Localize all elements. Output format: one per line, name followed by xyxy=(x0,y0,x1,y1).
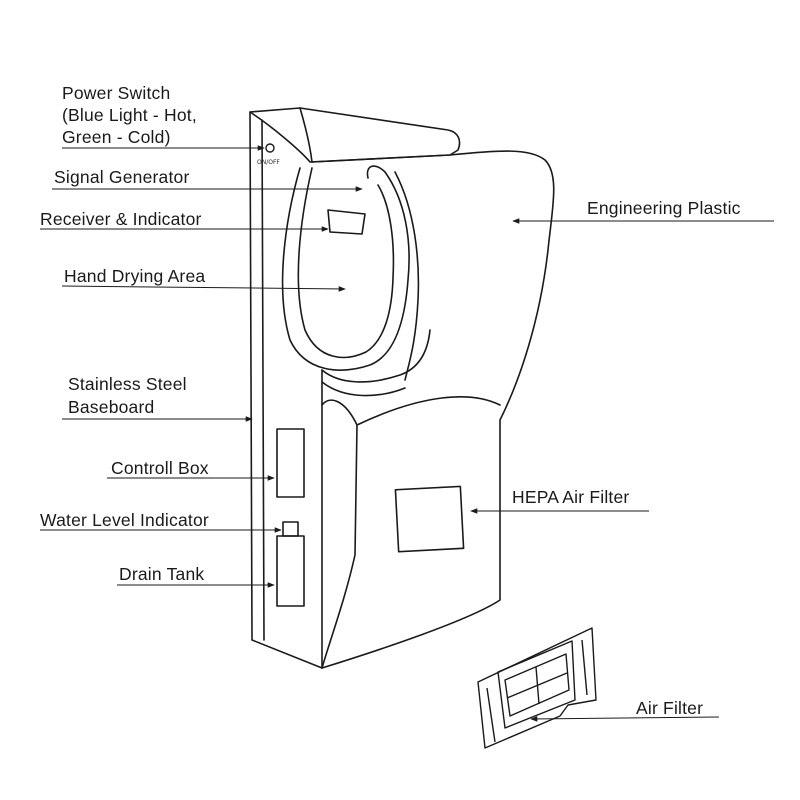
water-level-window xyxy=(282,521,299,537)
control-box xyxy=(276,428,305,498)
hand-drying-opening xyxy=(281,165,410,371)
air-filter-label: Air Filter xyxy=(636,698,704,718)
top-cap xyxy=(249,107,461,163)
drain-tank-label: Drain Tank xyxy=(119,564,205,584)
engineering-plastic-label: Engineering Plastic xyxy=(587,198,741,218)
signal-sensor xyxy=(327,209,366,235)
power-switch-label-line3: Green - Cold) xyxy=(62,127,171,147)
side-panel xyxy=(249,111,323,669)
water-level-indicator-label: Water Level Indicator xyxy=(40,510,209,530)
drain-tank xyxy=(276,535,305,607)
front-casing xyxy=(311,150,555,669)
dryer-body xyxy=(249,107,555,669)
air-filter-drawing xyxy=(477,627,597,749)
stainless-steel-label-line2: Baseboard xyxy=(68,397,155,417)
leader-lines xyxy=(40,145,774,722)
controll-box-label: Controll Box xyxy=(111,458,209,478)
stainless-steel-label-line1: Stainless Steel xyxy=(68,374,187,394)
hand-drying-area-label: Hand Drying Area xyxy=(64,266,206,286)
power-switch-label-line2: (Blue Light - Hot, xyxy=(62,105,197,125)
receiver-indicator-label: Receiver & Indicator xyxy=(40,209,202,229)
hepa-window xyxy=(394,485,465,553)
on-off-label: ON/OFF xyxy=(257,159,280,166)
signal-generator-label: Signal Generator xyxy=(54,167,190,187)
power-switch-label-line1: Power Switch xyxy=(62,83,171,103)
power-switch-button xyxy=(265,143,275,153)
hepa-air-filter-label: HEPA Air Filter xyxy=(512,487,630,507)
